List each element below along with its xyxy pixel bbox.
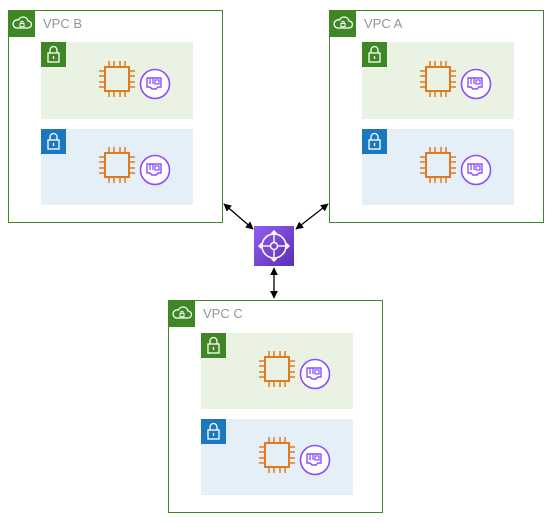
private-subnet[interactable] [41,129,193,205]
vpc-c[interactable]: VPC C [168,300,383,513]
ec2-instance-chip-icon [418,59,458,99]
ec2-instance-chip-icon [97,145,137,185]
private-subnet-lock-icon [362,129,387,154]
private-subnet[interactable] [201,419,353,495]
elastic-network-interface-icon [139,154,171,186]
link-vpc-b-hub [223,203,254,230]
vpc-title: VPC B [43,16,83,31]
vpc-cloud-lock-icon [330,11,356,37]
ec2-instance-chip-icon [418,145,458,185]
ec2-instance-chip-icon [257,435,297,475]
private-subnet-lock-icon [201,419,226,444]
link-vpc-a-hub [295,203,329,230]
transit-gateway-icon[interactable] [254,226,294,266]
private-subnet[interactable] [362,129,514,205]
vpc-cloud-lock-icon [169,301,195,327]
public-subnet[interactable] [201,333,353,409]
public-subnet-lock-icon [201,333,226,358]
vpc-a[interactable]: VPC A [329,10,544,223]
vpc-title: VPC C [203,306,243,321]
public-subnet[interactable] [362,42,514,119]
ec2-instance-chip-icon [257,349,297,389]
elastic-network-interface-icon [299,444,331,476]
public-subnet-lock-icon [41,42,66,67]
elastic-network-interface-icon [139,68,171,100]
vpc-title: VPC A [364,16,403,31]
ec2-instance-chip-icon [97,59,137,99]
elastic-network-interface-icon [299,358,331,390]
vpc-cloud-lock-icon [9,11,35,37]
private-subnet-lock-icon [41,129,66,154]
elastic-network-interface-icon [460,68,492,100]
vpc-b[interactable]: VPC B [8,10,223,223]
public-subnet[interactable] [41,42,193,119]
public-subnet-lock-icon [362,42,387,67]
elastic-network-interface-icon [460,154,492,186]
